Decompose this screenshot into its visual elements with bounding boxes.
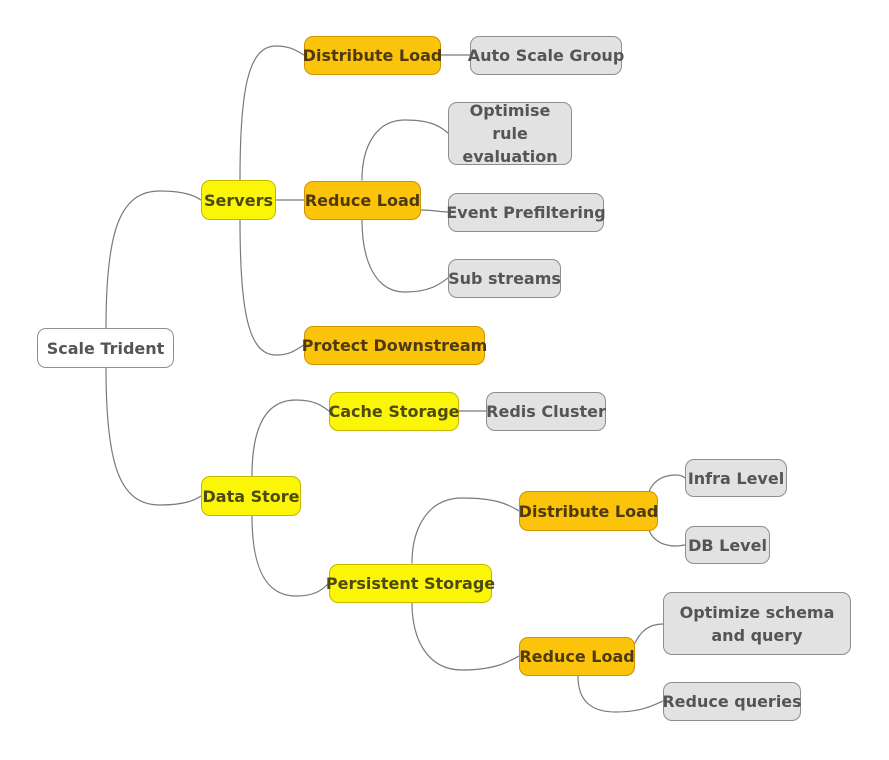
optimise-rule-node[interactable]: Optimise rule evaluation [448, 101, 572, 166]
optimize-schema-label: Optimize schema and query [679, 602, 835, 645]
root-label: Scale Trident [46, 338, 165, 358]
datastore-reduce-load-node[interactable]: Reduce Load [519, 637, 635, 676]
sub-streams-label: Sub streams [448, 269, 561, 288]
optimize-schema-node[interactable]: Optimize schema and query [663, 592, 851, 655]
datastore-distribute-load-node[interactable]: Distribute Load [519, 491, 658, 531]
protect-downstream-label: Protect Downstream [301, 336, 488, 355]
edge-reduce-substreams [361, 219, 449, 293]
reduce-queries-label: Reduce queries [662, 692, 802, 711]
edge-persistent-distribute [411, 497, 520, 564]
persistent-storage-node[interactable]: Persistent Storage [325, 564, 496, 603]
servers-distribute-load-label: Distribute Load [302, 46, 443, 65]
datastore-reduce-load-label: Reduce Load [519, 647, 635, 666]
edge-datastore-cache [251, 399, 330, 477]
edge-root-datastore [105, 367, 202, 506]
edge-dsreduce-optimize [633, 623, 664, 646]
infra-level-label: Infra Level [687, 468, 785, 488]
servers-distribute-load-node[interactable]: Distribute Load [302, 36, 443, 75]
reduce-queries-node[interactable]: Reduce queries [662, 682, 802, 721]
edge-reduce-optimise [361, 119, 449, 181]
root-node[interactable]: Scale Trident [37, 328, 174, 368]
redis-cluster-node[interactable]: Redis Cluster [486, 392, 606, 431]
cache-storage-node[interactable]: Cache Storage [328, 392, 460, 431]
edge-root-servers [105, 190, 202, 329]
cache-storage-label: Cache Storage [328, 402, 460, 421]
edge-dsdistribute-db [647, 525, 686, 547]
db-level-node[interactable]: DB Level [685, 526, 770, 564]
redis-cluster-label: Redis Cluster [486, 402, 606, 421]
data-store-node[interactable]: Data Store [201, 476, 301, 516]
servers-node[interactable]: Servers [201, 180, 276, 220]
edge-datastore-persistent [251, 515, 330, 597]
event-prefiltering-node[interactable]: Event Prefiltering [446, 193, 606, 232]
optimise-rule-label: Optimise rule evaluation [462, 101, 558, 166]
edge-dsreduce-queries [577, 675, 664, 713]
infra-level-node[interactable]: Infra Level [685, 459, 787, 497]
auto-scale-group-label: Auto Scale Group [467, 46, 625, 65]
servers-label: Servers [204, 190, 273, 210]
event-prefiltering-label: Event Prefiltering [446, 203, 606, 222]
db-level-label: DB Level [688, 535, 767, 555]
servers-reduce-load-label: Reduce Load [304, 191, 421, 210]
sub-streams-node[interactable]: Sub streams [448, 259, 561, 298]
servers-reduce-load-node[interactable]: Reduce Load [304, 181, 421, 220]
auto-scale-group-node[interactable]: Auto Scale Group [467, 36, 625, 75]
edge-servers-distribute [239, 45, 305, 181]
protect-downstream-node[interactable]: Protect Downstream [301, 326, 488, 365]
persistent-storage-label: Persistent Storage [325, 574, 496, 593]
edge-servers-protect [239, 219, 305, 356]
edge-reduce-prefilter [420, 209, 449, 213]
data-store-label: Data Store [202, 486, 300, 506]
edge-persistent-reduce [411, 602, 520, 671]
edge-dsdistribute-infra [647, 474, 686, 497]
datastore-distribute-load-label: Distribute Load [518, 501, 659, 521]
